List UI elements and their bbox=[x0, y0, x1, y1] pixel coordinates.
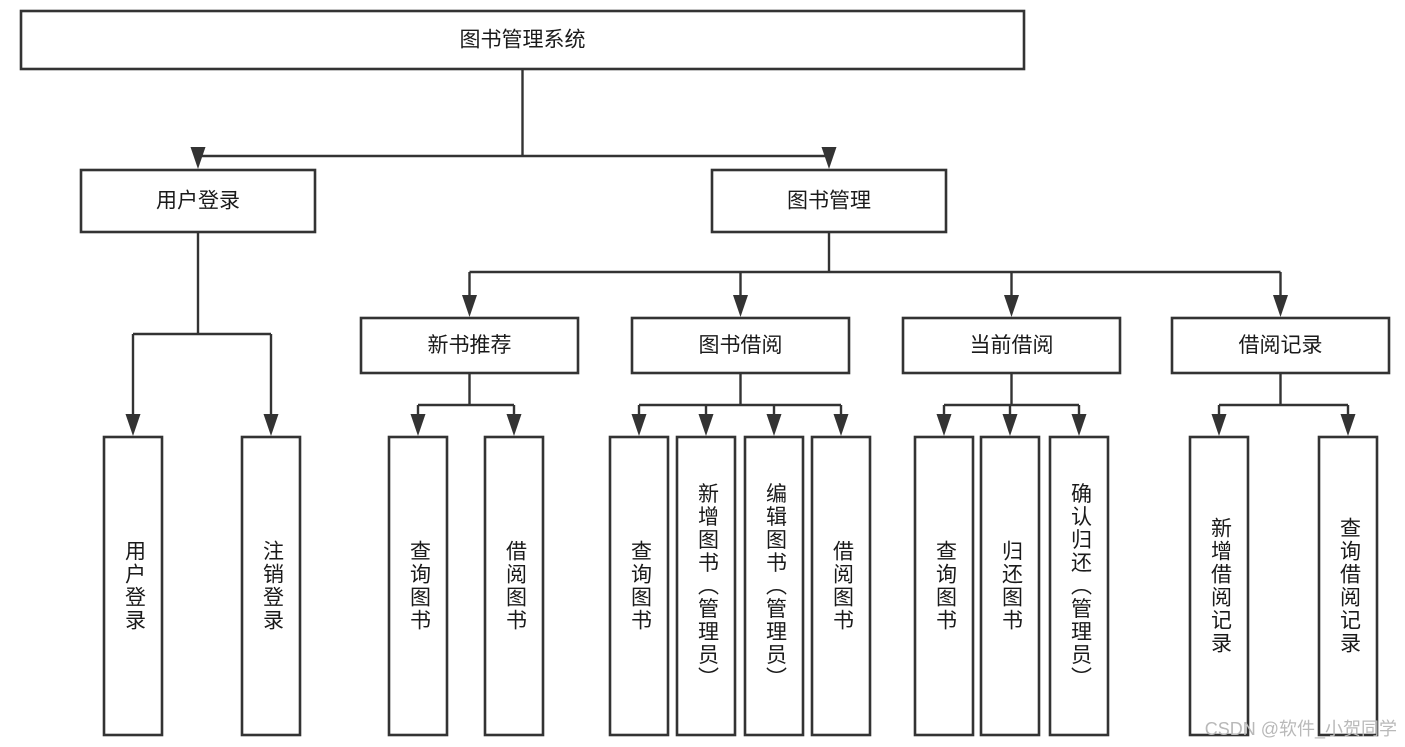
arrow-head-icon bbox=[766, 414, 782, 436]
arrow-head-icon bbox=[263, 414, 279, 436]
connector-group-root bbox=[190, 69, 837, 169]
arrow-head-icon bbox=[1004, 295, 1019, 317]
arrow-head-icon bbox=[936, 414, 952, 436]
arrow-head-icon bbox=[821, 147, 837, 169]
arrow-head-icon bbox=[462, 295, 477, 317]
node-label: 查询图书 bbox=[629, 540, 653, 632]
node-leaf-add-book[interactable]: 新增图书（管理员） bbox=[675, 435, 737, 737]
arrow-head-icon bbox=[631, 414, 647, 436]
connector-group-user-login bbox=[125, 232, 279, 436]
node-label: 注销登录 bbox=[261, 540, 285, 632]
node-leaf-query-record[interactable]: 查询借阅记录 bbox=[1317, 435, 1379, 737]
arrow-head-icon bbox=[698, 414, 714, 436]
node-label: 新增借阅记录 bbox=[1209, 517, 1233, 655]
node-label: 查询借阅记录 bbox=[1338, 517, 1362, 655]
node-leaf-confirm-return[interactable]: 确认归还（管理员） bbox=[1048, 435, 1110, 737]
connector-group-current-borrow bbox=[936, 373, 1087, 436]
node-label: 图书管理 bbox=[787, 190, 871, 213]
node-leaf-borrow-book-1[interactable]: 借阅图书 bbox=[483, 435, 545, 737]
arrow-head-icon bbox=[1273, 295, 1288, 317]
node-leaf-return-book[interactable]: 归还图书 bbox=[979, 435, 1041, 737]
node-label: 确认归还（管理员） bbox=[1069, 483, 1093, 690]
node-label: 用户登录 bbox=[156, 190, 240, 213]
node-box bbox=[79, 168, 317, 234]
node-box bbox=[1188, 435, 1250, 737]
node-leaf-edit-book[interactable]: 编辑图书（管理员） bbox=[743, 435, 805, 737]
arrow-head-icon bbox=[733, 295, 748, 317]
node-box bbox=[19, 9, 1026, 71]
node-leaf-logout[interactable]: 注销登录 bbox=[240, 435, 302, 737]
node-layer: 图书管理系统用户登录图书管理新书推荐图书借阅当前借阅借阅记录用户登录注销登录查询… bbox=[19, 9, 1391, 737]
node-label: 借阅图书 bbox=[504, 540, 528, 632]
node-label: 新书推荐 bbox=[428, 334, 512, 357]
node-leaf-add-record[interactable]: 新增借阅记录 bbox=[1188, 435, 1250, 737]
node-borrow-record[interactable]: 借阅记录 bbox=[1170, 316, 1391, 375]
node-root[interactable]: 图书管理系统 bbox=[19, 9, 1026, 71]
node-label: 图书管理系统 bbox=[460, 29, 586, 52]
arrow-head-icon bbox=[833, 414, 849, 436]
node-book-borrow[interactable]: 图书借阅 bbox=[630, 316, 851, 375]
node-label: 查询图书 bbox=[934, 540, 958, 632]
node-new-book-rec[interactable]: 新书推荐 bbox=[359, 316, 580, 375]
arrow-head-icon bbox=[1071, 414, 1087, 436]
node-box bbox=[901, 316, 1122, 375]
node-label: 归还图书 bbox=[1000, 540, 1024, 632]
node-box bbox=[810, 435, 872, 737]
node-label: 新增图书（管理员） bbox=[696, 483, 720, 690]
arrow-head-icon bbox=[1211, 414, 1227, 436]
node-box bbox=[710, 168, 948, 234]
connector-group-borrow-record bbox=[1211, 373, 1356, 436]
node-box bbox=[1170, 316, 1391, 375]
node-user-login[interactable]: 用户登录 bbox=[79, 168, 317, 234]
node-leaf-borrow-book-2[interactable]: 借阅图书 bbox=[810, 435, 872, 737]
node-box bbox=[913, 435, 975, 737]
node-label: 查询图书 bbox=[408, 540, 432, 632]
node-label: 用户登录 bbox=[123, 540, 147, 632]
csdn-watermark: CSDN @软件_小贺同学 bbox=[1204, 719, 1397, 739]
node-leaf-query-book-1[interactable]: 查询图书 bbox=[387, 435, 449, 737]
arrow-head-icon bbox=[190, 147, 206, 169]
node-label: 借阅记录 bbox=[1239, 334, 1323, 357]
node-label: 当前借阅 bbox=[970, 334, 1054, 357]
node-box bbox=[1317, 435, 1379, 737]
arrow-head-icon bbox=[506, 414, 522, 436]
arrow-head-icon bbox=[1340, 414, 1356, 436]
node-box bbox=[675, 435, 737, 737]
arrow-head-icon bbox=[1002, 414, 1018, 436]
node-leaf-user-login[interactable]: 用户登录 bbox=[102, 435, 164, 737]
node-label: 编辑图书（管理员） bbox=[764, 483, 788, 690]
node-box bbox=[483, 435, 545, 737]
node-box bbox=[240, 435, 302, 737]
node-leaf-query-book-3[interactable]: 查询图书 bbox=[913, 435, 975, 737]
node-box bbox=[979, 435, 1041, 737]
node-current-borrow[interactable]: 当前借阅 bbox=[901, 316, 1122, 375]
node-box bbox=[1048, 435, 1110, 737]
node-box bbox=[608, 435, 670, 737]
arrow-head-icon bbox=[125, 414, 141, 436]
connector-layer bbox=[125, 69, 1356, 436]
node-box bbox=[630, 316, 851, 375]
connector-group-book-manage bbox=[462, 232, 1288, 317]
node-label: 图书借阅 bbox=[699, 334, 783, 357]
node-box bbox=[359, 316, 580, 375]
node-leaf-query-book-2[interactable]: 查询图书 bbox=[608, 435, 670, 737]
node-box bbox=[743, 435, 805, 737]
connector-group-book-borrow bbox=[631, 373, 849, 436]
connector-group-new-book-rec bbox=[410, 373, 522, 436]
node-book-manage[interactable]: 图书管理 bbox=[710, 168, 948, 234]
arrow-head-icon bbox=[410, 414, 426, 436]
node-label: 借阅图书 bbox=[831, 540, 855, 632]
node-box bbox=[387, 435, 449, 737]
node-box bbox=[102, 435, 164, 737]
